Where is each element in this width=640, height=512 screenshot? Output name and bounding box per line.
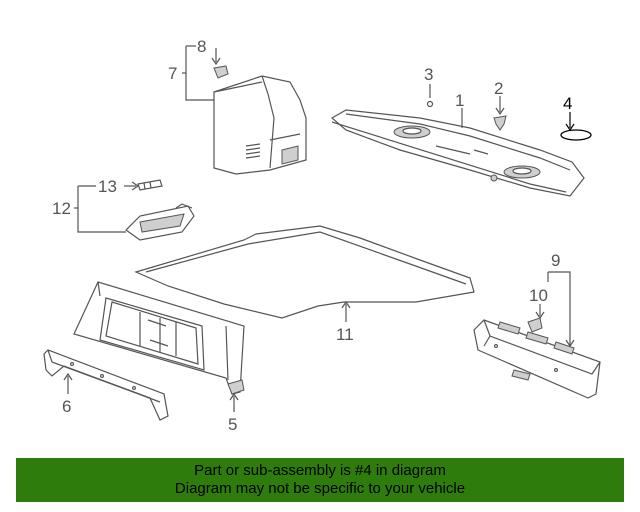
callout-8: 8 — [197, 37, 206, 56]
callout-3: 3 — [424, 65, 433, 84]
clip-part-8[interactable] — [213, 65, 229, 79]
callout-7: 7 — [168, 64, 177, 83]
callout-13: 13 — [98, 177, 117, 196]
callout-5: 5 — [228, 415, 237, 434]
callout-9: 9 — [551, 251, 560, 270]
trunk-mat-part-11[interactable] — [134, 225, 475, 319]
quarter-trim-panel-part[interactable] — [213, 75, 307, 175]
callout-2: 2 — [494, 79, 503, 98]
callout-11: 11 — [336, 325, 354, 344]
vent-grille — [245, 143, 261, 159]
lamp-assembly-part-12[interactable] — [125, 203, 195, 241]
lower-panel-part-6[interactable] — [43, 349, 169, 421]
callout-6: 6 — [62, 397, 71, 416]
banner-line-2: Diagram may not be specific to your vehi… — [174, 480, 466, 497]
callout-4: 4 — [563, 94, 572, 113]
parts-diagram: 8 7 1 3 2 4 — [43, 37, 601, 434]
clip-part-10[interactable] — [527, 317, 543, 333]
info-banner: Part or sub-assembly is #4 in diagram Di… — [16, 458, 624, 502]
package-tray-part[interactable] — [330, 109, 585, 197]
clip-part-3[interactable] — [426, 100, 434, 108]
push-pin-part-2[interactable] — [493, 115, 507, 131]
bulb-part-13[interactable] — [137, 179, 163, 191]
seat-back-panel-part-5[interactable] — [73, 281, 245, 395]
callout-1: 1 — [455, 91, 464, 110]
callout-12: 12 — [52, 199, 71, 218]
ring-part-4[interactable] — [560, 129, 592, 141]
scuff-plate-part-9[interactable] — [473, 319, 601, 399]
banner-line-1: Part or sub-assembly is #4 in diagram — [194, 462, 446, 479]
callout-10: 10 — [529, 286, 548, 305]
